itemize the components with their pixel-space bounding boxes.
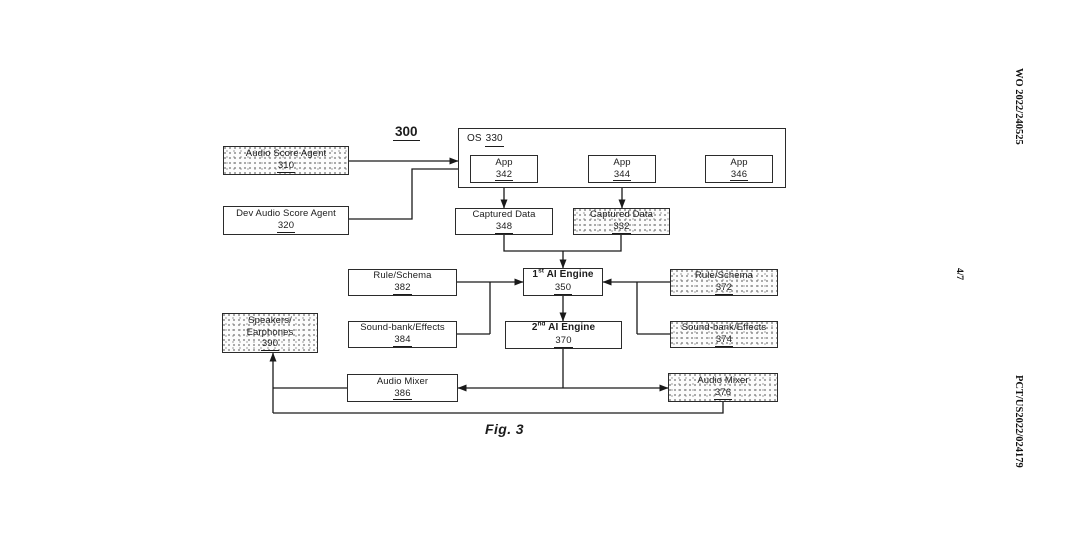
captured-data-348-label: Captured Data <box>472 209 536 221</box>
first-ai-engine-label: 1st AI Engine <box>532 267 594 281</box>
app-344-label: App <box>613 156 631 168</box>
rule-schema-382-label: Rule/Schema <box>373 270 432 282</box>
captured-data-348-ref: 348 <box>494 221 514 234</box>
diagram-number: 300 <box>393 124 420 141</box>
dev-audio-score-agent-label: Dev Audio Score Agent <box>236 208 336 220</box>
sheet-number: 4/7 <box>954 268 964 281</box>
speakers-earphones-line2: Earphones <box>246 326 294 338</box>
app-344-block: App 344 <box>588 155 656 183</box>
dev-audio-score-agent-block: Dev Audio Score Agent 320 <box>223 206 349 235</box>
captured-data-332-ref: 332 <box>612 221 631 234</box>
audio-mixer-386-label: Audio Mixer <box>376 375 429 387</box>
os-ref: 330 <box>484 133 504 147</box>
audio-mixer-386-ref: 386 <box>393 387 412 401</box>
figure-caption: Fig. 3 <box>485 421 524 437</box>
app-346-label: App <box>730 156 748 168</box>
second-ai-engine-block: 2nd AI Engine 370 <box>505 321 622 349</box>
speakers-earphones-line1: Speakers/ <box>248 314 292 326</box>
sound-bank-374-ref: 374 <box>714 334 734 347</box>
sound-bank-374-block: Sound-bank/Effects 374 <box>670 321 778 348</box>
app-346-ref: 346 <box>729 168 749 182</box>
app-342-label: App <box>495 156 513 168</box>
speakers-earphones-ref: 390 <box>260 338 280 352</box>
rule-schema-382-ref: 382 <box>393 282 412 295</box>
second-ai-engine-label: 2nd AI Engine <box>531 320 596 334</box>
captured-data-332-block: Captured Data 332 <box>573 208 670 235</box>
sound-bank-384-label: Sound-bank/Effects <box>360 322 445 334</box>
sound-bank-374-label: Sound-bank/Effects <box>681 322 767 334</box>
audio-mixer-386-block: Audio Mixer 386 <box>347 374 458 402</box>
first-ai-engine-block: 1st AI Engine 350 <box>523 268 603 296</box>
rule-schema-382-block: Rule/Schema 382 <box>348 269 457 296</box>
audio-mixer-376-ref: 376 <box>713 387 733 400</box>
first-ai-engine-ref: 350 <box>553 281 573 295</box>
dev-audio-score-agent-ref: 320 <box>276 220 296 233</box>
app-342-block: App 342 <box>470 155 538 183</box>
audio-score-agent-ref: 310 <box>276 160 296 173</box>
second-ai-engine-ref: 370 <box>554 334 573 348</box>
audio-score-agent-block: Audio Score Agent 310 <box>223 146 349 175</box>
app-346-block: App 346 <box>705 155 773 183</box>
audio-mixer-376-label: Audio Mixer <box>697 375 749 387</box>
app-342-ref: 342 <box>494 168 514 182</box>
rule-schema-372-label: Rule/Schema <box>694 270 754 282</box>
speakers-earphones-block: Speakers/ Earphones 390 <box>222 313 318 353</box>
captured-data-348-block: Captured Data 348 <box>455 208 553 235</box>
rule-schema-372-block: Rule/Schema 372 <box>670 269 778 296</box>
sound-bank-384-ref: 384 <box>393 334 412 347</box>
app-344-ref: 344 <box>612 168 632 182</box>
sound-bank-384-block: Sound-bank/Effects 384 <box>348 321 457 348</box>
captured-data-332-label: Captured Data <box>589 209 654 221</box>
application-number: PCT/US2022/024179 <box>1013 375 1024 468</box>
audio-score-agent-label: Audio Score Agent <box>245 148 327 160</box>
audio-mixer-376-block: Audio Mixer 376 <box>668 373 778 402</box>
rule-schema-372-ref: 372 <box>714 282 734 295</box>
publication-number: WO 2022/240525 <box>1013 68 1024 145</box>
